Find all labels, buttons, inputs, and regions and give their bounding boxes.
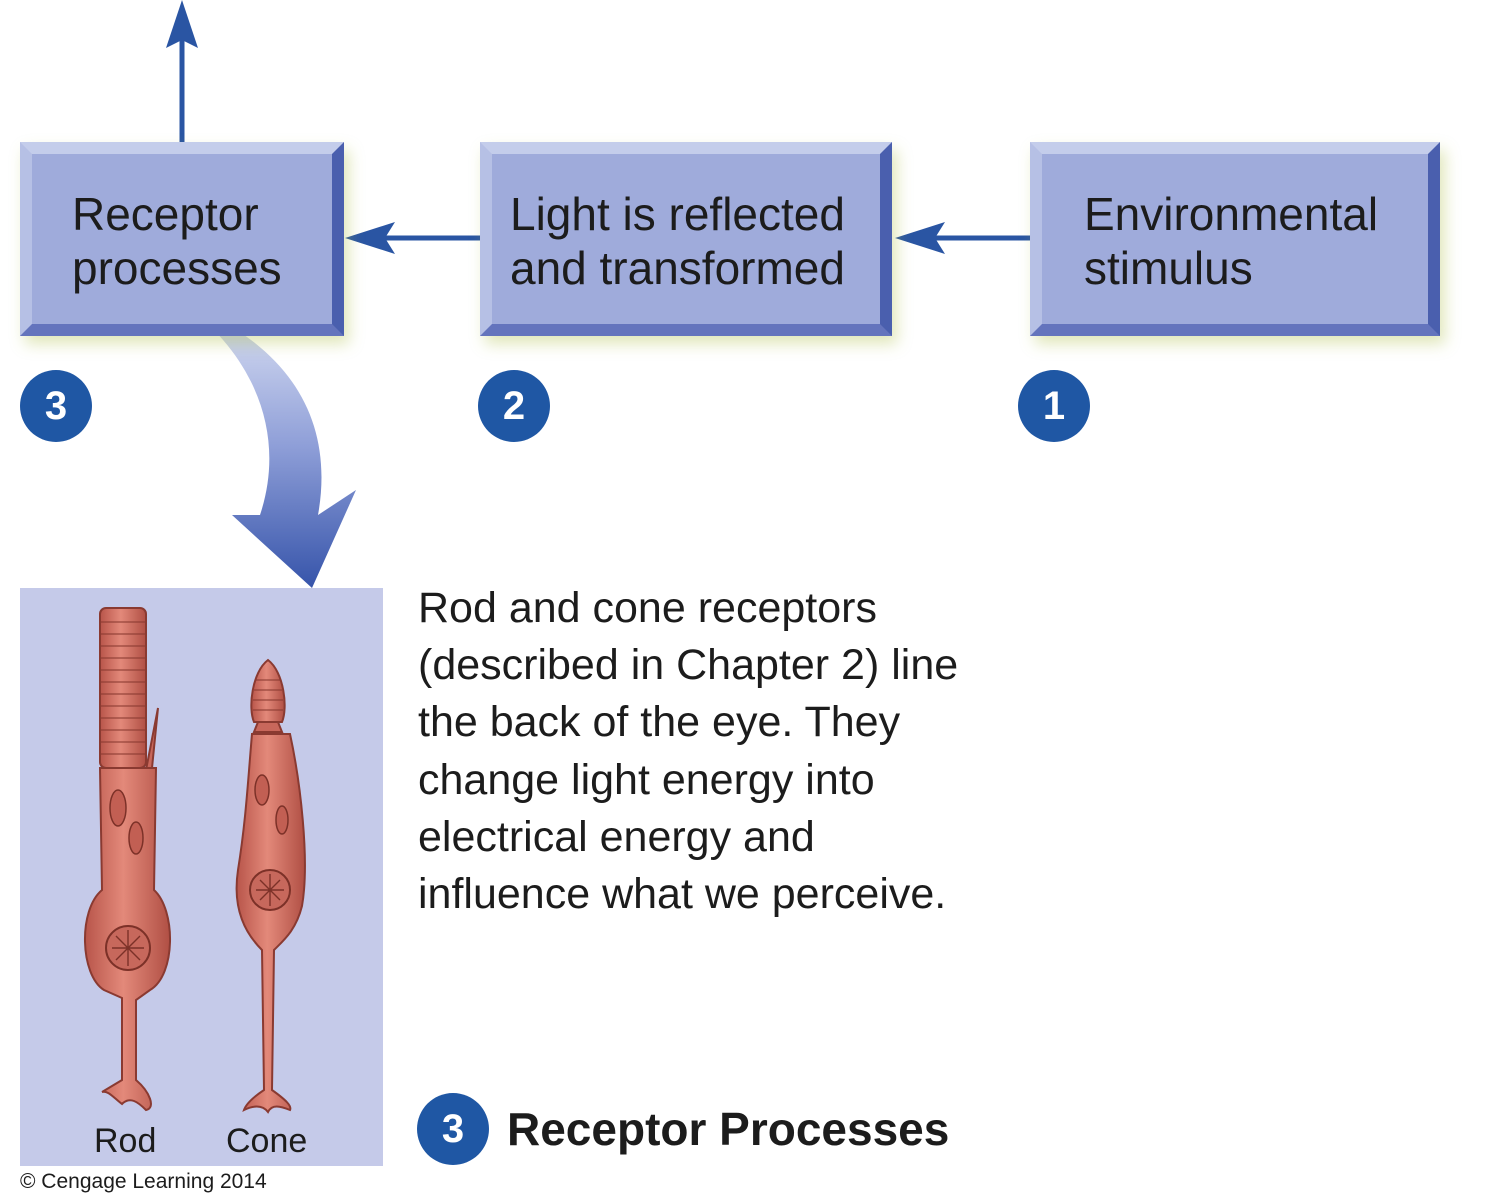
step-badge-1: 1 (1018, 370, 1090, 442)
step-2-label: Light is reflected and transformed (510, 188, 845, 294)
step-box-environmental-stimulus: Environmental stimulus (1030, 142, 1440, 336)
step-box-receptor-processes: Receptor processes (20, 142, 344, 336)
step-1-label: Environmental stimulus (1084, 188, 1379, 294)
step-badge-3: 3 (20, 370, 92, 442)
rod-label: Rod (94, 1122, 157, 1160)
zoom-curved-arrow (182, 302, 356, 588)
cone-label: Cone (226, 1122, 308, 1160)
rod-cell-illustration (84, 607, 171, 1112)
step-box-light-reflected: Light is reflected and transformed (480, 142, 892, 336)
step-3-label: Receptor processes (72, 188, 282, 294)
arrow-1-to-2 (895, 222, 1030, 254)
arrow-2-to-3 (345, 222, 480, 254)
copyright-notice: © Cengage Learning 2014 (20, 1170, 267, 1193)
output-up-arrow (166, 0, 198, 142)
step-badge-2: 2 (478, 370, 550, 442)
section-badge: 3 (417, 1093, 489, 1165)
receptor-description: Rod and cone receptors (described in Cha… (418, 584, 959, 919)
section-title: Receptor Processes (507, 1103, 950, 1155)
cone-cell-illustration (235, 658, 306, 1114)
